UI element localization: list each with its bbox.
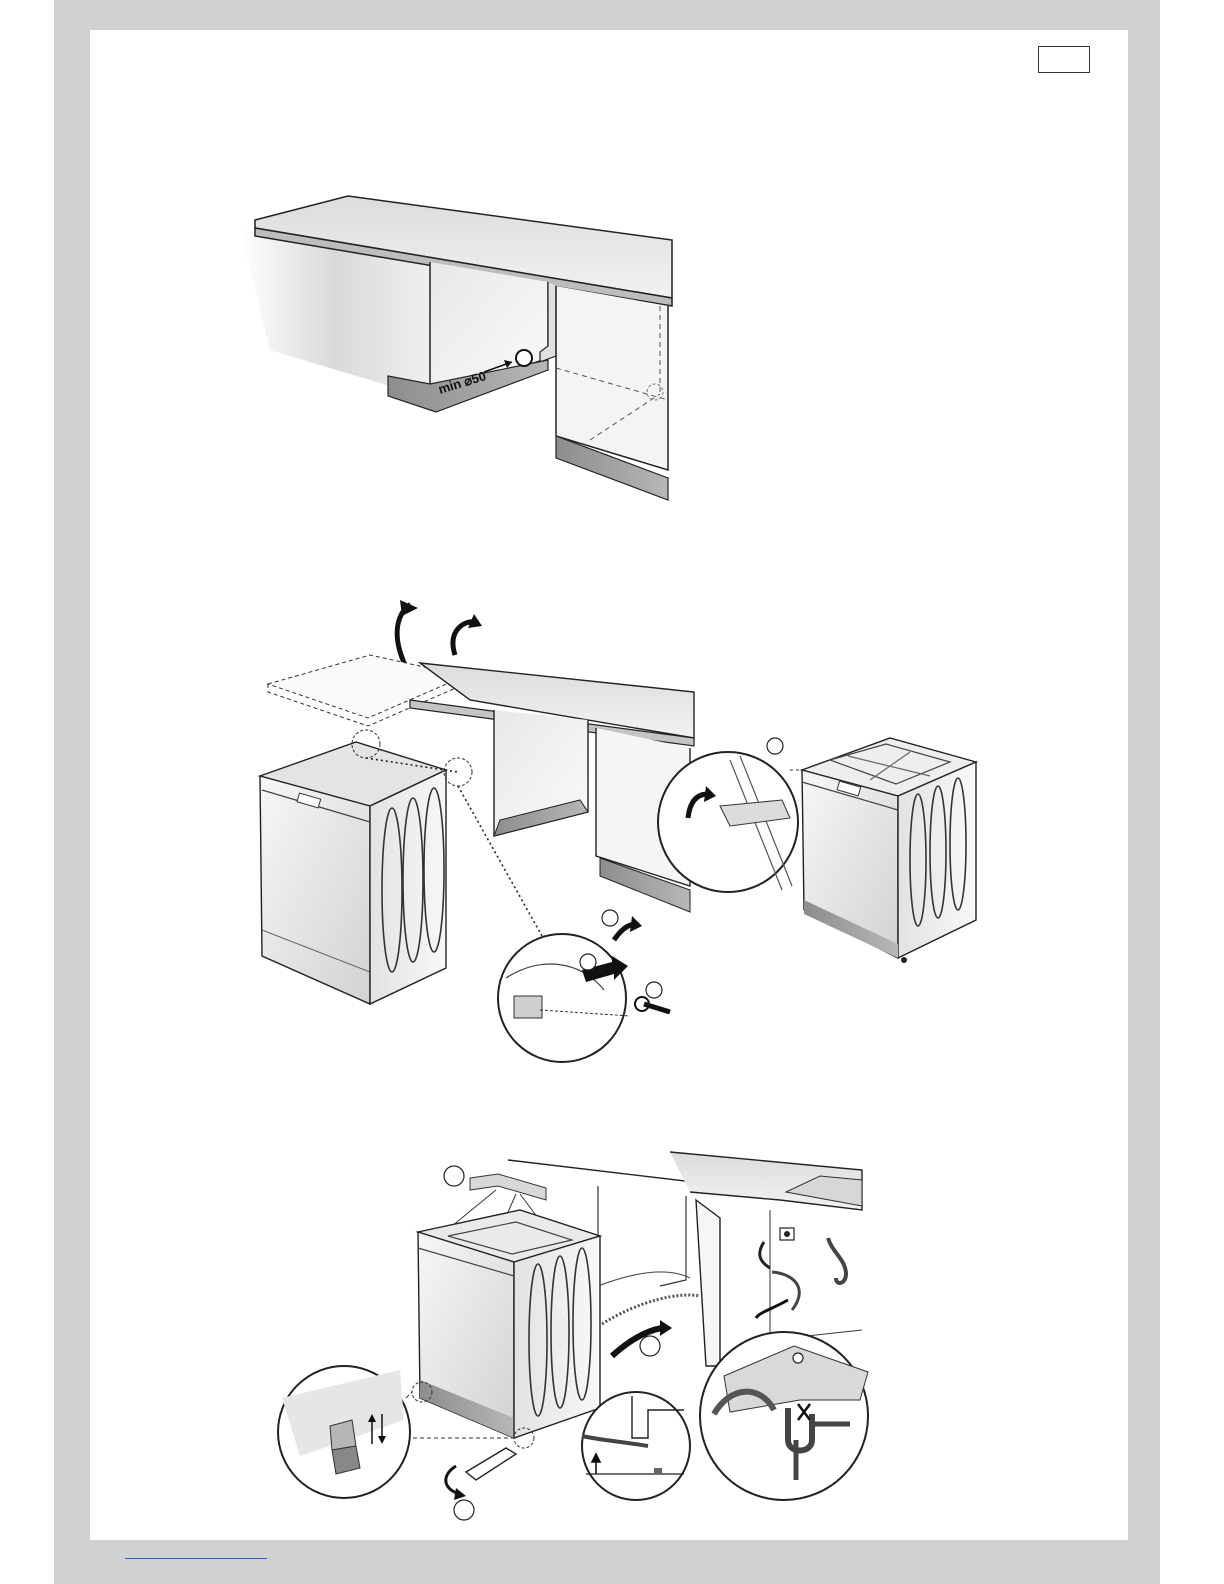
figure-1-cabinet-recess: min ⌀50 bbox=[240, 196, 672, 500]
figure-3-install-dishwasher bbox=[278, 1152, 868, 1520]
figure-2-remove-worktop bbox=[260, 600, 976, 1062]
